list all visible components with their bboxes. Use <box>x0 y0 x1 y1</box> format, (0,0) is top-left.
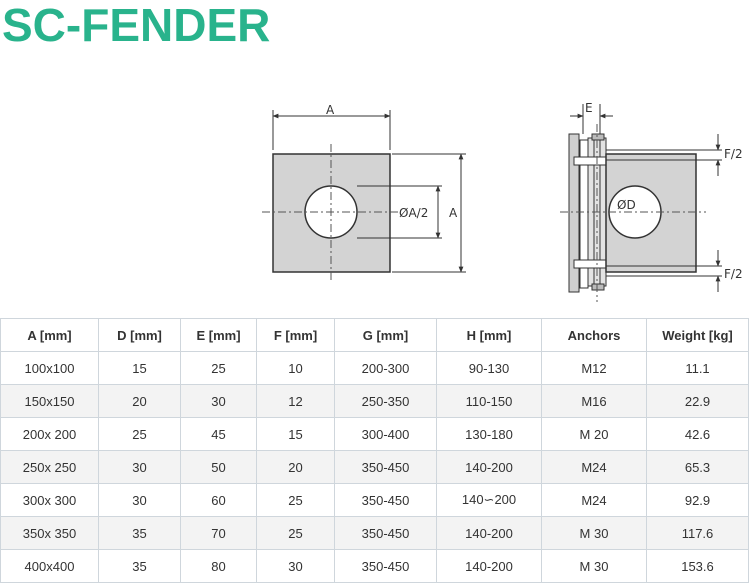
fender-drawing: A ØA/2 A <box>0 72 750 318</box>
cell-g: 350-450 <box>334 450 437 484</box>
cell-a: 300x 300 <box>0 483 99 517</box>
cell-anchors: M12 <box>541 351 647 385</box>
cell-e: 60 <box>180 483 257 517</box>
cell-a: 200x 200 <box>0 417 99 451</box>
front-width-label: A <box>326 103 335 117</box>
cell-d: 30 <box>98 483 181 517</box>
cell-anchors: M 30 <box>541 549 647 583</box>
cell-anchors: M24 <box>541 483 647 517</box>
cell-g: 350-450 <box>334 516 437 550</box>
cell-weight: 153.6 <box>646 549 749 583</box>
front-view <box>262 110 466 282</box>
cell-a: 100x100 <box>0 351 99 385</box>
cell-e: 45 <box>180 417 257 451</box>
header-f: F [mm] <box>256 318 335 352</box>
header-g: G [mm] <box>334 318 437 352</box>
cell-h: 90-130 <box>436 351 542 385</box>
cell-e: 80 <box>180 549 257 583</box>
cell-a: 250x 250 <box>0 450 99 484</box>
cell-f: 25 <box>256 483 335 517</box>
cell-weight: 42.6 <box>646 417 749 451</box>
table-row: 200x 200 25 45 15 300-400 130-180 M 20 4… <box>0 417 749 451</box>
cell-a: 400x400 <box>0 549 99 583</box>
cell-f: 20 <box>256 450 335 484</box>
cell-weight: 117.6 <box>646 516 749 550</box>
cell-h: 130-180 <box>436 417 542 451</box>
cell-anchors: M24 <box>541 450 647 484</box>
table-row: 400x400 35 80 30 350-450 140-200 M 30 15… <box>0 549 749 583</box>
cell-weight: 65.3 <box>646 450 749 484</box>
cell-d: 35 <box>98 549 181 583</box>
side-bottom-offset-label: F/2 <box>724 267 743 281</box>
cell-anchors: M 20 <box>541 417 647 451</box>
side-top-offset-label: F/2 <box>724 147 743 161</box>
cell-f: 12 <box>256 384 335 418</box>
cell-d: 15 <box>98 351 181 385</box>
table-row: 150x150 20 30 12 250-350 110-150 M16 22.… <box>0 384 749 418</box>
cell-e: 25 <box>180 351 257 385</box>
page-title: SC-FENDER <box>2 0 271 51</box>
header-h: H [mm] <box>436 318 542 352</box>
header-d: D [mm] <box>98 318 181 352</box>
cell-f: 25 <box>256 516 335 550</box>
cell-h: 140-200 <box>436 450 542 484</box>
cell-g: 250-350 <box>334 384 437 418</box>
header-weight: Weight [kg] <box>646 318 749 352</box>
cell-anchors: M16 <box>541 384 647 418</box>
cell-d: 30 <box>98 450 181 484</box>
cell-d: 20 <box>98 384 181 418</box>
cell-h: 140-200 <box>436 516 542 550</box>
front-height-label: A <box>449 206 458 220</box>
table-row: 250x 250 30 50 20 350-450 140-200 M24 65… <box>0 450 749 484</box>
cell-a: 150x150 <box>0 384 99 418</box>
spec-table: A [mm] D [mm] E [mm] F [mm] G [mm] H [mm… <box>0 318 749 583</box>
cell-weight: 11.1 <box>646 351 749 385</box>
cell-g: 300-400 <box>334 417 437 451</box>
cell-f: 30 <box>256 549 335 583</box>
cell-anchors: M 30 <box>541 516 647 550</box>
table-row: 300x 300 30 60 25 350-450 140∽200 M24 92… <box>0 483 749 517</box>
side-thickness-label: E <box>585 101 593 115</box>
cell-h: 140-200 <box>436 549 542 583</box>
cell-f: 10 <box>256 351 335 385</box>
cell-h: 110-150 <box>436 384 542 418</box>
cell-g: 350-450 <box>334 483 437 517</box>
cell-e: 50 <box>180 450 257 484</box>
cell-e: 70 <box>180 516 257 550</box>
cell-e: 30 <box>180 384 257 418</box>
header-a: A [mm] <box>0 318 99 352</box>
cell-weight: 22.9 <box>646 384 749 418</box>
header-e: E [mm] <box>180 318 257 352</box>
cell-f: 15 <box>256 417 335 451</box>
cell-h: 140∽200 <box>436 483 542 517</box>
table-row: 350x 350 35 70 25 350-450 140-200 M 30 1… <box>0 516 749 550</box>
cell-a: 350x 350 <box>0 516 99 550</box>
header-anchors: Anchors <box>541 318 647 352</box>
cell-d: 25 <box>98 417 181 451</box>
side-view <box>560 104 722 302</box>
cell-d: 35 <box>98 516 181 550</box>
cell-weight: 92.9 <box>646 483 749 517</box>
cell-g: 200-300 <box>334 351 437 385</box>
front-hole-label: ØA/2 <box>399 206 428 220</box>
cell-g: 350-450 <box>334 549 437 583</box>
table-row: 100x100 15 25 10 200-300 90-130 M12 11.1 <box>0 351 749 385</box>
table-header-row: A [mm] D [mm] E [mm] F [mm] G [mm] H [mm… <box>0 318 749 352</box>
side-hole-label: ØD <box>617 198 636 212</box>
